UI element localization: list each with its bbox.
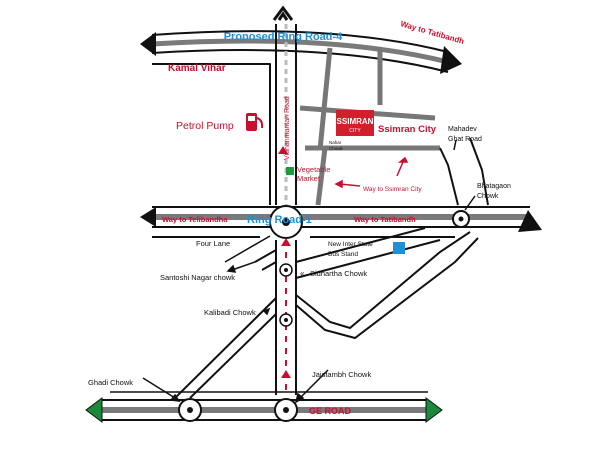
arrow-right-icon [440, 46, 462, 74]
arrow-right-icon [425, 397, 443, 423]
nahar-chowk-label-2: Chowk [329, 146, 344, 151]
sidhartha-chowk-label: Sidhartha Chowk [310, 269, 367, 278]
sidhartha-chowk-marker: « [300, 269, 305, 278]
bhatagaon-road [469, 137, 489, 206]
vegetable-market-marker [286, 167, 294, 175]
logo-text-bottom: CITY [349, 128, 361, 134]
proposed-ring-road-label: Proposed Ring Road-4 [224, 31, 343, 43]
arrow-right-icon [518, 210, 542, 232]
ge-road-label: GE ROAD [309, 406, 352, 416]
ssimran-city-label: Ssimran City [378, 124, 437, 135]
way-to-tatibandh-top-label: Way to Tatibandh [399, 19, 465, 46]
vegetable-market-label-1: Vegetable [297, 165, 330, 174]
vidhan-road-label: Vidhanmantan Road [284, 96, 291, 160]
mahadev-label-1: Mahadev [448, 126, 477, 133]
way-to-ssimran-label: Way to Ssimran City [363, 186, 422, 193]
four-lane-road [295, 227, 426, 263]
bus-stand-label-1: New Inter State [328, 241, 373, 248]
mahadev-label-2: Ghat Road [448, 136, 482, 143]
bhatagaon-label-1: Bhatagaon [477, 183, 511, 190]
arrow-left-icon [85, 397, 103, 423]
ge-road [85, 391, 443, 423]
ghadi-chowk-label: Ghadi Chowk [88, 378, 133, 387]
direction-arrow-icon [278, 146, 291, 378]
jaistambh-chowk-label: Jaistambh Chowk [312, 370, 371, 379]
bus-stand-marker [393, 242, 405, 254]
petrol-pump-label: Petrol Pump [176, 120, 234, 132]
way-to-telibandha-label: Way to Telibandha [162, 215, 228, 224]
kamal-vihar-road [152, 63, 271, 205]
proposed-ring-road-4 [140, 30, 462, 74]
santoshi-nagar-label: Santoshi Nagar chowk [160, 273, 235, 282]
kalibadi-chowk-label: Kalibadi Chowk [204, 308, 256, 317]
mahadev-ghat-road [439, 147, 459, 206]
ssimran-logo: SSIMRAN CITY [336, 110, 374, 136]
four-lane-label: Four Lane [196, 239, 230, 248]
way-to-tatibandh-mid-label: Way to Tatibandh [354, 215, 416, 224]
pointer-arrows [142, 139, 476, 404]
vegetable-market-label-2: Market [297, 174, 321, 183]
bus-stand-label-2: Bus Stand [328, 251, 358, 258]
ring-road-1-label: Ring Road-1 [247, 214, 312, 226]
north-arrow-icon [272, 5, 294, 21]
bhatagaon-label-2: Chowk [477, 193, 499, 200]
arrow-left-icon [140, 32, 156, 56]
kamal-vihar-label: Kamal Vihar [168, 63, 226, 74]
ssimran-pointer-arrows [334, 156, 409, 189]
arrow-left-icon [140, 207, 156, 227]
logo-text-top: SSIMRAN [337, 117, 374, 126]
diagonal-road [174, 297, 277, 399]
petrol-pump-icon [246, 113, 264, 131]
nahar-chowk-label-1: Nahar [329, 140, 342, 145]
